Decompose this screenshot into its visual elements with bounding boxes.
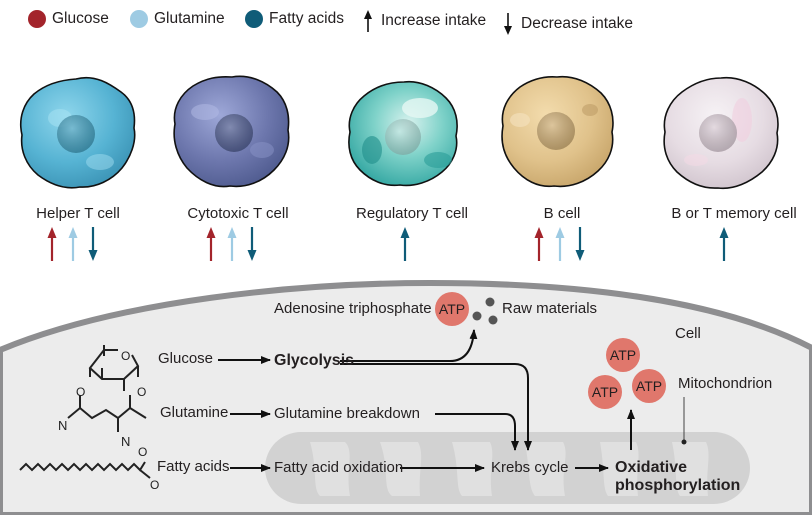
intake-increase-glucose-arrow-icon xyxy=(534,227,544,261)
intake-decrease-fatty-acids-arrow-icon xyxy=(88,227,98,261)
fatty-acid-molecule-icon xyxy=(19,461,151,479)
cell-label-regulatory-t: Regulatory T cell xyxy=(355,205,469,222)
mitochondrion-shape xyxy=(265,432,750,504)
cell-label: Cell xyxy=(675,325,701,342)
intake-increase-fatty-acids-arrow-icon xyxy=(719,227,729,261)
glutamine-molecule-icon xyxy=(67,395,147,432)
raw-material-dot-icon xyxy=(488,315,498,325)
glutamine-oxygen-atom-1: O xyxy=(76,385,85,399)
atp-bubble: ATP xyxy=(606,338,640,372)
glutamine-oxygen-atom-2: O xyxy=(137,385,146,399)
legend-item-increase: Increase intake xyxy=(363,10,486,32)
legend-item-glucose: Glucose xyxy=(28,10,109,28)
oxphos-line-1: Oxidative xyxy=(615,459,688,476)
legend-item-decrease: Decrease intake xyxy=(503,13,633,35)
helper-t-cell-image xyxy=(19,76,136,189)
fatty-acids-swatch-icon xyxy=(245,10,263,28)
legend-label: Fatty acids xyxy=(269,10,344,27)
immune-cells-illustration xyxy=(19,75,779,190)
intake-increase-glutamine-arrow-icon xyxy=(555,227,565,261)
legend-label: Glucose xyxy=(52,10,109,27)
glutamine-nitrogen-atom-1: N xyxy=(58,418,67,433)
cytotoxic-t-cell-image xyxy=(173,75,290,188)
legend-label: Increase intake xyxy=(381,12,487,29)
regulatory-t-cell-image xyxy=(348,80,458,187)
glucose-swatch-icon xyxy=(28,10,46,28)
b-cell-image xyxy=(501,75,614,188)
intake-increase-fatty-acids-arrow-icon xyxy=(400,227,410,261)
memory-cell-image xyxy=(663,76,779,190)
intake-decrease-fatty-acids-arrow-icon xyxy=(247,227,257,261)
atp-bubble: ATP xyxy=(588,375,622,409)
atp-label: ATP xyxy=(591,384,619,400)
atp-label: ATP xyxy=(609,347,637,363)
intake-increase-glucose-arrow-icon xyxy=(206,227,216,261)
raw-material-dot-icon xyxy=(472,311,482,321)
glutamine-breakdown-label: Glutamine breakdown xyxy=(274,405,420,422)
cell-label-b: B cell xyxy=(543,205,581,222)
intake-decrease-fatty-acids-arrow-icon xyxy=(575,227,585,261)
glycolysis-to-krebs-arrow xyxy=(340,363,532,451)
adenosine-triphosphate-label: Adenosine triphosphate xyxy=(274,300,432,317)
glucose-molecule-icon xyxy=(88,345,140,391)
oxidative-phosphorylation-label: Oxidative phosphorylation xyxy=(615,459,740,495)
input-glucose-label: Glucose xyxy=(158,350,214,367)
oxphos-line-2: phosphorylation xyxy=(615,477,741,494)
krebs-cycle-label: Krebs cycle xyxy=(491,459,569,476)
legend-label: Glutamine xyxy=(154,10,225,27)
glucose-oxygen-atom: O xyxy=(121,349,130,363)
glycolysis-to-raw-materials-arrow xyxy=(340,329,478,362)
glycolysis-label: Glycolysis xyxy=(274,352,355,369)
mitochondrion-pointer-dot xyxy=(681,439,687,445)
atp-label: ATP xyxy=(438,301,466,317)
legend-item-glutamine: Glutamine xyxy=(130,10,225,28)
input-glutamine-label: Glutamine xyxy=(160,404,229,421)
raw-material-dot-icon xyxy=(485,297,495,307)
fatty-acid-oxidation-label: Fatty acid oxidation xyxy=(274,459,404,476)
intake-arrows xyxy=(47,227,729,261)
intake-increase-glutamine-arrow-icon xyxy=(68,227,78,261)
fatty-acid-oxygen-atom-2: O xyxy=(150,478,159,492)
cell-label-memory: B or T memory cell xyxy=(671,205,797,222)
mitochondrion-label: Mitochondrion xyxy=(678,375,773,392)
glutamine-breakdown-to-krebs-arrow xyxy=(435,413,519,451)
fatty-acid-oxygen-atom-1: O xyxy=(138,445,147,459)
glutamine-swatch-icon xyxy=(130,10,148,28)
input-fatty-acids-label: Fatty acids xyxy=(157,458,230,475)
intake-increase-glucose-arrow-icon xyxy=(47,227,57,261)
legend-label: Decrease intake xyxy=(521,15,634,32)
legend-item-fatty-acids: Fatty acids xyxy=(245,10,344,28)
atp-bubble: ATP xyxy=(632,369,666,403)
intake-increase-glutamine-arrow-icon xyxy=(227,227,237,261)
atp-bubble: ATP xyxy=(435,292,469,326)
cell-label-helper-t: Helper T cell xyxy=(36,205,120,222)
raw-materials-label: Raw materials xyxy=(502,300,598,317)
atp-label: ATP xyxy=(635,378,663,394)
arrow-up-icon xyxy=(364,10,372,32)
cell-label-cytotoxic-t: Cytotoxic T cell xyxy=(187,205,289,222)
glutamine-nitrogen-atom-2: N xyxy=(121,434,130,449)
arrow-down-icon xyxy=(504,13,512,35)
